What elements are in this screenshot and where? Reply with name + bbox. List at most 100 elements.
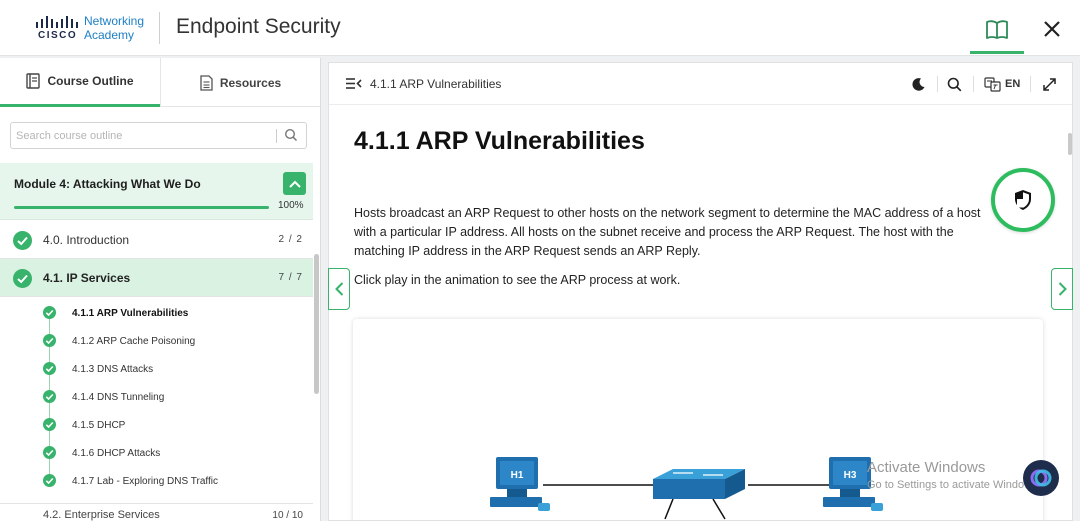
expand-icon xyxy=(1043,77,1056,91)
app-header: CISCO Networking Academy Endpoint Securi… xyxy=(0,0,1080,56)
next-page-button[interactable] xyxy=(1051,268,1073,310)
topic-label: 4.1. IP Services xyxy=(43,271,131,285)
subtopic-list: 4.1.1 ARP Vulnerabilities 4.1.2 ARP Cach… xyxy=(0,298,313,503)
cisco-networking-academy-logo: CISCO Networking Academy xyxy=(34,14,152,44)
search-input[interactable] xyxy=(16,127,271,145)
sidebar-tabs: Course Outline Resources xyxy=(0,58,320,107)
subtopic-label: 4.1.6 DHCP Attacks xyxy=(72,448,161,459)
search-icon xyxy=(947,77,962,91)
assistant-logo-icon xyxy=(1030,469,1052,487)
cisco-wordmark: CISCO xyxy=(38,30,78,41)
search-divider xyxy=(276,129,277,143)
arp-animation-panel[interactable]: H1 H3 xyxy=(353,319,1043,520)
chevron-up-icon xyxy=(288,180,301,188)
subtopic-label: 4.1.5 DHCP xyxy=(72,420,126,431)
network-link xyxy=(712,498,726,520)
module-title: Module 4: Attacking What We Do xyxy=(14,177,201,191)
assistant-button[interactable] xyxy=(1023,460,1059,496)
activate-windows-watermark: Activate Windows Go to Settings to activ… xyxy=(867,459,1041,491)
checkmark-circle-icon xyxy=(43,446,56,459)
outline-search xyxy=(10,122,307,149)
toolbar-divider xyxy=(937,76,938,92)
checkmark-circle-icon xyxy=(43,390,56,403)
subtopic-dhcp[interactable]: 4.1.5 DHCP xyxy=(0,412,313,440)
search-icon[interactable] xyxy=(284,128,298,142)
subtopic-dhcp-attacks[interactable]: 4.1.6 DHCP Attacks xyxy=(0,440,313,468)
topic-enterprise-services[interactable]: 4.2. Enterprise Services 10 / 10 xyxy=(0,503,313,521)
document-icon xyxy=(200,74,213,91)
network-topology-diagram: H1 H3 xyxy=(490,457,883,520)
sidebar-scrollbar[interactable] xyxy=(314,254,319,394)
subtopic-arp-vulnerabilities[interactable]: 4.1.1 ARP Vulnerabilities xyxy=(0,300,313,328)
collapse-menu-icon[interactable] xyxy=(345,77,362,90)
checkmark-circle-icon xyxy=(43,418,56,431)
close-icon xyxy=(1044,21,1060,37)
previous-page-button[interactable] xyxy=(328,268,350,310)
module-progress-text: 100% xyxy=(278,200,304,211)
switch-icon xyxy=(653,469,745,499)
checkmark-circle-icon xyxy=(13,231,32,250)
content-scrollbar[interactable] xyxy=(1068,133,1072,155)
subtopic-arp-cache-poisoning[interactable]: 4.1.2 ARP Cache Poisoning xyxy=(0,328,313,356)
close-button[interactable] xyxy=(1032,8,1072,50)
outline-icon xyxy=(26,73,41,89)
content-paragraph: Hosts broadcast an ARP Request to other … xyxy=(354,206,981,258)
header-divider xyxy=(159,12,160,44)
topic-label: 4.0. Introduction xyxy=(43,233,130,247)
subtopic-label: 4.1.7 Lab - Exploring DNS Traffic xyxy=(72,476,218,487)
page-title: 4.1.1 ARP Vulnerabilities xyxy=(354,127,645,155)
breadcrumb: 4.1.1 ARP Vulnerabilities xyxy=(370,77,502,91)
module-progress-bar xyxy=(14,206,269,209)
subtopic-label: 4.1.2 ARP Cache Poisoning xyxy=(72,336,196,347)
course-sidebar: Course Outline Resources Module 4: Attac… xyxy=(0,58,321,521)
network-link xyxy=(664,498,674,520)
translate-icon xyxy=(984,76,1001,92)
module-collapse-button[interactable] xyxy=(283,172,306,195)
checkmark-circle-icon xyxy=(43,474,56,487)
course-title: Endpoint Security xyxy=(176,15,341,38)
academy-wordmark: Networking Academy xyxy=(84,14,145,42)
topic-introduction[interactable]: 4.0. Introduction 2 / 2 xyxy=(0,221,313,259)
moon-icon xyxy=(912,77,925,91)
dark-mode-button[interactable] xyxy=(911,73,926,95)
topic-count: 2 / 2 xyxy=(278,234,303,245)
tab-resources[interactable]: Resources xyxy=(160,58,320,107)
content-pane: 4.1.1 ARP Vulnerabilities EN xyxy=(328,62,1073,521)
language-code: EN xyxy=(1005,78,1021,90)
module-progress-fill xyxy=(14,206,269,209)
subtopic-dns-tunneling[interactable]: 4.1.4 DNS Tunneling xyxy=(0,384,313,412)
topic-count: 7 / 7 xyxy=(278,272,303,283)
subtopic-lab-exploring-dns-traffic[interactable]: 4.1.7 Lab - Exploring DNS Traffic xyxy=(0,468,313,496)
module-header: Module 4: Attacking What We Do 100% xyxy=(0,163,313,220)
course-content-button[interactable] xyxy=(970,8,1024,54)
security-badge-button[interactable] xyxy=(991,168,1055,232)
toolbar-divider xyxy=(1030,76,1031,92)
chevron-left-icon xyxy=(334,282,343,296)
tab-course-outline[interactable]: Course Outline xyxy=(0,58,160,107)
checkmark-circle-icon xyxy=(43,334,56,347)
search-content-button[interactable] xyxy=(947,73,962,95)
tab-course-outline-label: Course Outline xyxy=(47,74,134,88)
tab-resources-label: Resources xyxy=(219,75,282,90)
cisco-bars-icon xyxy=(36,16,80,28)
host-label-h1: H1 xyxy=(511,470,524,481)
host-h1-icon xyxy=(490,457,550,511)
topic-label: 4.2. Enterprise Services xyxy=(43,509,160,521)
checkmark-circle-icon xyxy=(43,362,56,375)
subtopic-label: 4.1.1 ARP Vulnerabilities xyxy=(72,308,189,319)
fullscreen-button[interactable] xyxy=(1042,73,1057,95)
host-label-h3: H3 xyxy=(844,470,857,481)
subtopic-dns-attacks[interactable]: 4.1.3 DNS Attacks xyxy=(0,356,313,384)
checkmark-circle-icon xyxy=(13,269,32,288)
topic-ip-services[interactable]: 4.1. IP Services 7 / 7 xyxy=(0,259,313,297)
chevron-right-icon xyxy=(1058,282,1067,296)
language-button[interactable]: EN xyxy=(984,73,1020,95)
shield-icon xyxy=(1015,190,1031,210)
content-toolbar: 4.1.1 ARP Vulnerabilities EN xyxy=(329,63,1072,105)
toolbar-divider xyxy=(973,76,974,92)
topic-count: 10 / 10 xyxy=(272,510,303,521)
host-h3-icon xyxy=(823,457,883,511)
open-book-icon xyxy=(986,19,1008,39)
subtopic-label: 4.1.3 DNS Attacks xyxy=(72,364,154,375)
subtopic-label: 4.1.4 DNS Tunneling xyxy=(72,392,165,403)
